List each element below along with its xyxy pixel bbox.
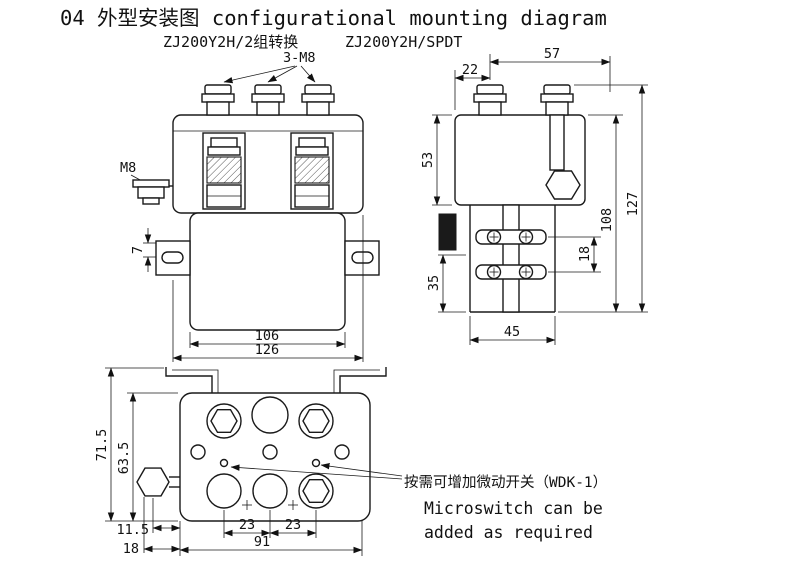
terminal-bolt-2 <box>251 84 285 116</box>
dim-bottom-edge-offset: 18 <box>123 541 139 557</box>
dim-front-outer-width: 126 <box>255 342 279 358</box>
side-contact-block <box>469 204 556 313</box>
page-title: 04 外型安装图 configurational mounting diagra… <box>60 6 607 30</box>
front-view: 3-M8 M8 <box>120 50 380 362</box>
side-hex-nut <box>545 170 581 200</box>
dim-bottom-width: 91 <box>254 534 270 550</box>
side-bracket <box>438 213 457 251</box>
microswitch-hole-left <box>219 458 229 468</box>
microswitch-annotation: 按需可增加微动开关（WDK-1） Microswitch can be adde… <box>230 462 607 542</box>
contact-assembly-left <box>202 132 246 210</box>
terminal-bolt-1 <box>201 84 235 116</box>
contact-assembly-right <box>290 132 334 210</box>
side-view: 22 57 53 35 18 108 127 45 <box>420 46 648 345</box>
dim-side-top-offset: 22 <box>462 62 478 78</box>
bracket-lip-right <box>339 367 387 393</box>
dim-side-total-height: 127 <box>625 192 641 216</box>
bolt-spec-label: 3-M8 <box>283 50 316 66</box>
dim-bottom-bolt-offset: 11.5 <box>116 522 149 538</box>
dim-side-upper-height: 53 <box>420 152 436 168</box>
front-variant-label: ZJ200Y2H/2组转换 <box>163 33 298 51</box>
dim-side-body-height: 108 <box>599 208 615 232</box>
dim-bottom-outer-height: 71.5 <box>94 429 110 462</box>
dim-side-depth: 45 <box>504 324 520 340</box>
dim-front-slot: 7 <box>130 246 146 254</box>
front-upper-body <box>172 114 364 214</box>
dim-bottom-pitch-left: 23 <box>239 517 255 533</box>
dim-front-inner-width: 106 <box>255 328 279 344</box>
terminal-bolt-3 <box>301 84 335 116</box>
annotation-en-line1: Microswitch can be <box>424 499 603 518</box>
annotation-en-line2: added as required <box>424 523 593 542</box>
dim-side-contact-pitch: 18 <box>577 246 593 262</box>
side-terminal-bolt-1 <box>473 84 507 116</box>
screw-position-marks <box>242 500 298 510</box>
dim-side-top-width: 57 <box>544 46 560 62</box>
mounting-tab-right <box>344 240 380 276</box>
dim-bottom-inner-height: 63.5 <box>116 442 132 475</box>
front-lower-body <box>189 212 346 331</box>
annotation-cn: 按需可增加微动开关（WDK-1） <box>404 474 607 491</box>
mounting-tab-left <box>155 240 191 276</box>
microswitch-hole-right <box>311 458 321 468</box>
side-variant-label: ZJ200Y2H/SPDT <box>345 33 462 51</box>
bottom-hex-bolt <box>136 467 180 497</box>
dim-bottom-pitch-right: 23 <box>285 517 301 533</box>
side-terminal-bolt-2 <box>540 84 574 116</box>
side-bolt-label: M8 <box>120 160 136 176</box>
bracket-lip-left <box>165 367 213 393</box>
bottom-view: 71.5 63.5 11.5 18 23 23 91 <box>94 367 387 557</box>
dim-side-lower-height: 35 <box>426 275 442 291</box>
m8-side-bolt <box>132 179 173 205</box>
